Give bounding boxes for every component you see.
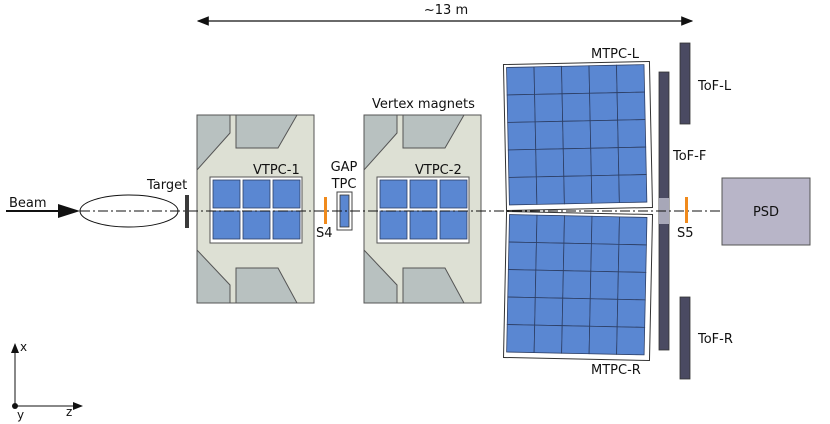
tpc-readout-cell <box>616 298 646 328</box>
target-label: Target <box>146 178 187 193</box>
tpc-readout-cell <box>506 296 536 326</box>
tpc-readout-cell <box>617 271 647 301</box>
coordinate-axes <box>11 343 83 410</box>
tpc-readout-cell <box>617 119 647 149</box>
tpc-readout-cell <box>590 215 620 245</box>
tpc-readout-cell <box>617 146 647 176</box>
tpc-readout-cell <box>561 297 591 327</box>
tpc-readout-cell <box>617 243 647 273</box>
tpc-readout-cell <box>409 210 438 240</box>
tpc-readout-cell <box>534 120 564 150</box>
tpc-readout-cell <box>536 214 565 244</box>
target <box>185 195 189 228</box>
tof-r-label: ToF-R <box>697 332 733 347</box>
tpc-readout-cell <box>533 65 563 95</box>
tpc-readout-cell <box>618 216 648 246</box>
gap-tpc-label-line1: GAP <box>331 160 358 175</box>
beam-label: Beam <box>9 196 47 211</box>
tpc-readout-cell <box>506 66 536 96</box>
tpc-readout-cell <box>534 297 564 327</box>
tpc-readout-cell <box>242 210 271 240</box>
tpc-readout-cell <box>561 92 591 122</box>
tpc-readout-cell <box>618 174 648 204</box>
tpc-readout-cell <box>561 65 590 95</box>
tpc-readout-cell <box>588 64 618 94</box>
psd-label: PSD <box>753 205 779 220</box>
tpc-readout-cell <box>535 242 565 272</box>
vtpc1-chamber <box>209 176 303 244</box>
tpc-readout-cell <box>590 243 620 273</box>
tpc-readout-cell <box>439 179 468 209</box>
tpc-readout-cell <box>589 119 619 149</box>
tpc-readout-cell <box>506 324 536 354</box>
tpc-readout-cell <box>589 92 619 122</box>
tpc-readout-cell <box>590 174 620 204</box>
tpc-readout-cell <box>535 148 565 178</box>
tpc-readout-cell <box>562 147 592 177</box>
tpc-readout-cell <box>589 270 619 300</box>
tof-r-wall <box>679 296 691 380</box>
tpc-readout-cell <box>212 179 241 209</box>
tpc-readout-cell <box>212 210 241 240</box>
axis-z-label: z <box>66 405 72 419</box>
tpc-readout-cell <box>379 210 408 240</box>
dimension-label: ~13 m <box>424 3 468 18</box>
tpc-readout-cell <box>508 214 538 244</box>
tpc-readout-cell <box>588 325 618 355</box>
s5-counter <box>685 197 688 223</box>
tpc-readout-cell <box>506 93 536 123</box>
tpc-readout-cell <box>507 121 537 151</box>
tpc-readout-cell <box>562 120 592 150</box>
tpc-readout-cell <box>616 326 646 356</box>
beam-arrow <box>6 204 80 218</box>
vtpc2-label: VTPC-2 <box>415 163 462 178</box>
mtpc-l <box>502 60 654 212</box>
tpc-readout-cell <box>562 242 592 272</box>
tpc-readout-cell <box>589 298 619 328</box>
tpc-readout-cell <box>439 210 468 240</box>
tpc-readout-cell <box>507 148 537 178</box>
tpc-readout-cell <box>533 324 563 354</box>
tpc-readout-cell <box>379 179 408 209</box>
tof-l-label: ToF-L <box>697 79 732 94</box>
mtpc-r <box>502 210 654 362</box>
gap-tpc-label-line2: TPC <box>331 177 357 192</box>
tpc-readout-cell <box>272 179 301 209</box>
axis-x-label: x <box>20 340 27 354</box>
psd-box <box>721 177 811 246</box>
tpc-readout-cell <box>508 176 538 206</box>
vtpc2-chamber <box>376 176 470 244</box>
tpc-readout-cell <box>563 175 593 205</box>
tpc-readout-cell <box>534 93 564 123</box>
tpc-readout-cell <box>534 269 564 299</box>
tof-l-wall <box>679 42 691 125</box>
vtpc1-label: VTPC-1 <box>253 163 300 178</box>
tpc-readout-cell <box>563 215 593 245</box>
s4-counter <box>324 197 327 224</box>
tpc-readout-cell <box>242 179 271 209</box>
tpc-readout-cell <box>535 175 565 205</box>
tpc-readout-cell <box>616 64 645 94</box>
tpc-readout-cell <box>616 91 646 121</box>
axis-y-label: y <box>17 408 24 422</box>
s5-label: S5 <box>677 226 694 241</box>
tpc-readout-cell <box>272 210 301 240</box>
mtpc-l-label: MTPC-L <box>591 47 640 62</box>
tpc-readout-cell <box>562 270 592 300</box>
tpc-readout-cell <box>507 269 537 299</box>
tof-f-label: ToF-F <box>672 149 706 164</box>
tpc-readout-cell <box>590 147 620 177</box>
tpc-readout-cell <box>507 241 537 271</box>
s4-label: S4 <box>316 226 333 241</box>
vertex-magnets-label: Vertex magnets <box>372 97 475 112</box>
tpc-readout-cell <box>409 179 438 209</box>
tpc-readout-cell <box>561 325 591 355</box>
mtpc-r-label: MTPC-R <box>591 363 641 378</box>
